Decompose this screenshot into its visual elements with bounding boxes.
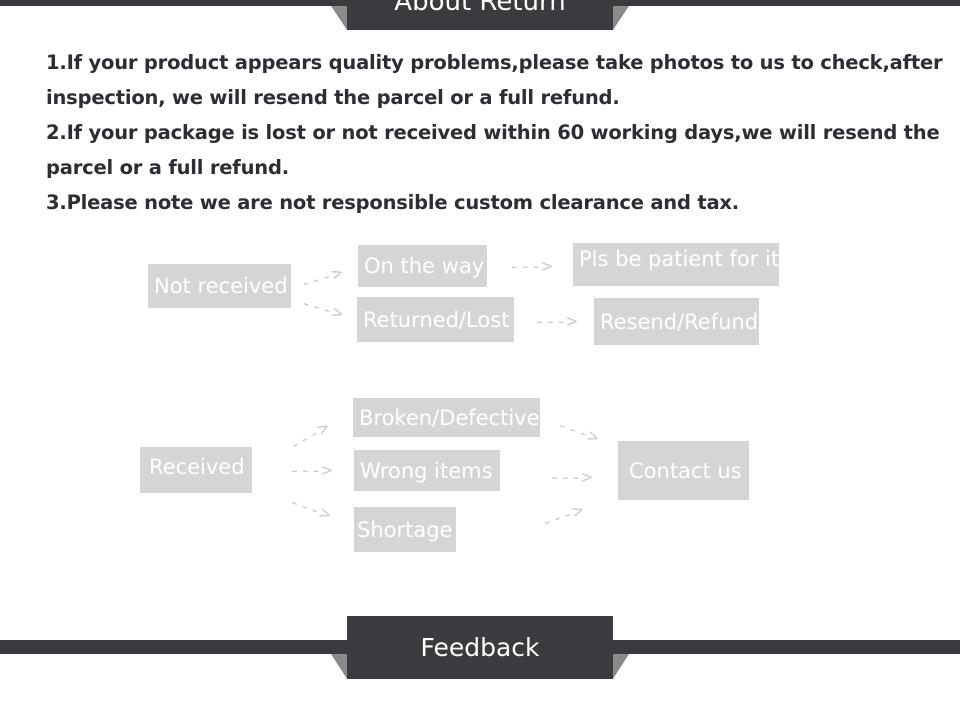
dashed-arrow: ---> xyxy=(549,467,593,488)
note-3: 3.Please note we are not responsible cus… xyxy=(46,191,739,214)
bottom-banner-fold-right xyxy=(613,654,629,679)
flow-box-on-the-way: On the way xyxy=(358,245,487,287)
flow-box-broken-defective: Broken/Defective xyxy=(353,398,540,437)
flow-box-contact-us: Contact us xyxy=(618,441,749,500)
flow-box-resend-refund: Resend/Refund xyxy=(594,298,759,345)
section-title-feedback: Feedback xyxy=(420,633,540,662)
note-2: 2.If your package is lost or not receive… xyxy=(46,121,940,179)
top-banner-fold-right xyxy=(613,6,629,30)
flow-box-shortage: Shortage xyxy=(354,507,456,552)
dashed-arrow: ---> xyxy=(509,256,553,277)
return-policy-notes: 1.If your product appears quality proble… xyxy=(46,45,946,220)
flow-box-received: Received xyxy=(140,447,252,493)
bottom-banner-tab: Feedback xyxy=(347,616,613,679)
dashed-arrow: ---> xyxy=(553,414,602,449)
dashed-arrow: ---> xyxy=(289,460,333,481)
dashed-arrow: ---> xyxy=(297,262,346,295)
flow-box-be-patient: Pls be patient for it xyxy=(573,243,779,286)
top-banner-fold-left xyxy=(331,6,347,30)
dashed-arrow: ---> xyxy=(285,416,334,457)
flow-box-returned-lost: Returned/Lost xyxy=(357,297,514,342)
top-banner-tab: About Return xyxy=(347,0,613,30)
flow-box-not-received: Not received xyxy=(148,264,291,308)
dashed-arrow: ---> xyxy=(538,499,587,534)
dashed-arrow: ---> xyxy=(285,491,334,526)
page-title: About Return xyxy=(394,0,566,17)
flow-box-wrong-items: Wrong items xyxy=(354,450,500,491)
note-1: 1.If your product appears quality proble… xyxy=(46,51,943,109)
dashed-arrow: ---> xyxy=(298,292,346,325)
dashed-arrow: ---> xyxy=(534,311,578,332)
bottom-banner-fold-left xyxy=(331,654,347,679)
